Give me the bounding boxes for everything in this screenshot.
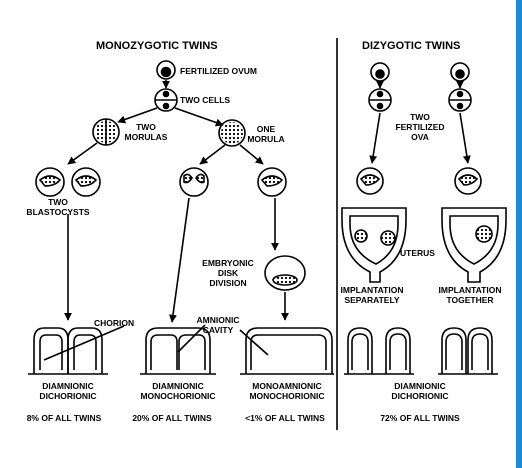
dizygotic-two-cells-icons xyxy=(368,88,472,112)
amnionic-cavity-pointer-left xyxy=(177,324,206,353)
placenta-diamnionic-dichorionic xyxy=(28,327,108,375)
embryonic-disk-division-label: EMBRYONIC DISK DIVISION xyxy=(202,258,254,288)
dizygotic-title: DIZYGOTIC TWINS xyxy=(362,40,461,52)
placenta-dizygotic-separate xyxy=(344,327,414,375)
outcome-frequency-3: <1% OF ALL TWINS xyxy=(245,413,325,423)
arrow-morula-to-blastocyst-left xyxy=(199,144,226,165)
uterus-together-icon xyxy=(441,207,507,283)
placenta-dizygotic-together xyxy=(438,327,498,375)
blastocyst-icon-diamnionic-mono xyxy=(179,167,209,197)
fertilized-ovum-label: FERTILIZED OVUM xyxy=(180,66,257,76)
two-fertilized-ova-label: TWO FERTILIZED OVA xyxy=(395,112,445,142)
chorion-label: CHORION xyxy=(94,318,135,328)
two-cells-label: TWO CELLS xyxy=(180,95,231,105)
outcome-type-2: DIAMNIONIC MONOCHORIONIC xyxy=(140,381,216,401)
amnionic-cavity-pointer-right xyxy=(239,329,269,356)
two-cells-icon xyxy=(154,88,178,112)
chorion-pointer xyxy=(43,325,125,361)
embryonic-disk-icon xyxy=(264,255,306,291)
blastocyst-icon-monoamnionic xyxy=(257,167,287,197)
two-morulas-label: TWO MORULAS xyxy=(124,122,168,142)
outcome-frequency-4: 72% OF ALL TWINS xyxy=(380,413,460,423)
outcome-frequency-2: 20% OF ALL TWINS xyxy=(132,413,212,423)
uterus-separate-icon xyxy=(341,207,407,283)
amnionic-cavity-label: AMNIONIC CAVITY xyxy=(196,315,240,335)
monozygotic-title: MONOZYGOTIC TWINS xyxy=(96,40,218,52)
uterus-label: UTERUS xyxy=(400,248,435,258)
two-morulas-icon xyxy=(92,118,120,146)
implantation-separately-label: IMPLANTATION SEPARATELY xyxy=(340,285,404,305)
one-morula-icon xyxy=(218,119,246,147)
outcome-type-4: DIAMNIONIC DICHORIONIC xyxy=(391,381,449,401)
arrow-to-monochorionic xyxy=(169,197,190,323)
arrow-morulas-to-blastocysts xyxy=(67,142,98,165)
implantation-together-label: IMPLANTATION TOGETHER xyxy=(438,285,502,305)
arrow-to-two-morulas xyxy=(117,107,158,124)
outcome-frequency-1: 8% OF ALL TWINS xyxy=(26,413,102,423)
outcome-type-1: DIAMNIONIC DICHORIONIC xyxy=(39,381,97,401)
arrow-di-right-down xyxy=(459,112,471,164)
placenta-diamnionic-monochorionic xyxy=(140,327,216,375)
arrow-di-left-down xyxy=(369,112,381,164)
one-morula-label: ONE MORULA xyxy=(247,124,285,144)
arrow-morula-to-blastocyst-right xyxy=(239,144,264,165)
outcome-type-3: MONOAMNIONIC MONOCHORIONIC xyxy=(249,381,325,401)
placenta-monoamnionic-monochorionic xyxy=(240,327,334,375)
window-edge xyxy=(516,0,522,468)
arrow-to-one-morula xyxy=(174,107,224,127)
fertilized-ova-icons xyxy=(370,62,470,82)
two-blastocysts-icon xyxy=(35,167,101,197)
two-blastocysts-label: TWO BLASTOCYSTS xyxy=(26,197,90,217)
dizygotic-blastocyst-icons xyxy=(356,167,482,195)
fertilized-ovum-icon xyxy=(156,60,176,80)
